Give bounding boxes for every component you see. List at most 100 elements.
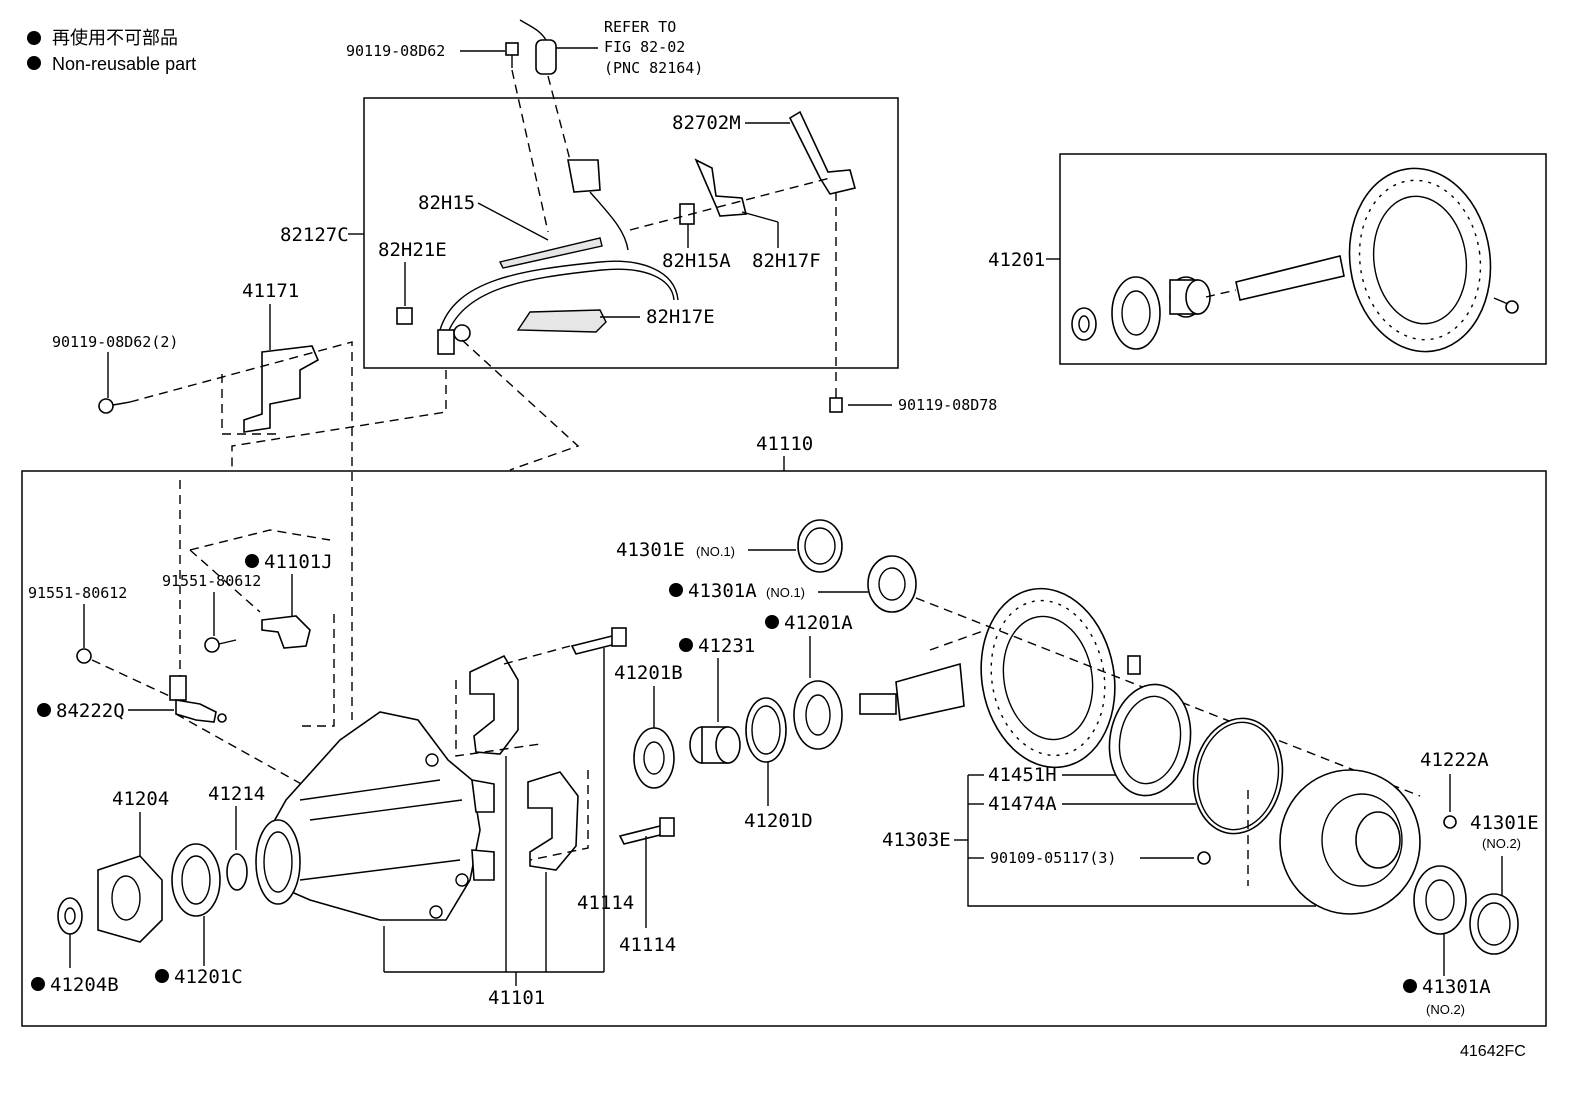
- label-41114-a: 41114: [577, 892, 634, 914]
- label-41301E-2: 41301E: [1470, 812, 1539, 834]
- bearing-icon: [793, 680, 843, 750]
- non-reusable-dot-icon: [245, 554, 259, 568]
- label-82H15A: 82H15A: [662, 250, 731, 272]
- label-41204: 41204: [112, 788, 169, 810]
- o-ring-icon: [226, 853, 248, 891]
- non-reusable-dot-icon: [669, 583, 683, 597]
- refer-line2: FIG 82-02: [604, 38, 685, 56]
- label-90109-05117: 90109-05117(3): [990, 849, 1116, 867]
- bolt-icon: [618, 817, 675, 845]
- nut-icon: [1071, 307, 1097, 341]
- bracket-icon: [694, 158, 748, 217]
- bearing-icon: [1413, 865, 1467, 935]
- label-41171: 41171: [242, 280, 299, 302]
- bolt-icon: [76, 648, 92, 664]
- bolt-icon: [505, 42, 519, 68]
- shim-icon: [745, 697, 787, 763]
- bolt-icon: [570, 627, 627, 655]
- label-82H15: 82H15: [418, 192, 475, 214]
- non-reusable-dot-icon: [1403, 979, 1417, 993]
- race-icon: [797, 519, 843, 573]
- spacer-icon: [689, 726, 741, 764]
- label-41201C: 41201C: [174, 966, 243, 988]
- label-91551-80612-b: 91551-80612: [162, 572, 261, 590]
- sensor-harness-box: 82127C 82702M 82H15 82H21E 82H15A 82: [280, 97, 899, 369]
- label-84222Q: 84222Q: [56, 700, 125, 722]
- refer-line1: REFER TO: [604, 18, 676, 36]
- label-41301A-1: 41301A: [688, 580, 757, 602]
- speed-sensor-group: 91551-80612 91551-80612 41101J 84222Q: [28, 480, 335, 801]
- bolt-icon: [1443, 815, 1457, 829]
- nut-icon: [57, 897, 83, 935]
- non-reusable-dot-icon: [679, 638, 693, 652]
- label-41301A-2: 41301A: [1422, 976, 1491, 998]
- label-41114-b: 41114: [619, 934, 676, 956]
- note-41301A-1: (NO.1): [766, 585, 805, 600]
- bearing-cap-upper-icon: [455, 645, 571, 757]
- label-41110: 41110: [756, 433, 813, 455]
- legend-japanese: 再使用不可部品: [52, 28, 178, 48]
- label-41231: 41231: [698, 635, 755, 657]
- non-reusable-dot-icon: [27, 56, 41, 70]
- label-41204B: 41204B: [50, 974, 119, 996]
- non-reusable-dot-icon: [37, 703, 51, 717]
- spacer-icon: [1169, 276, 1211, 318]
- cover-plate-icon: [1108, 655, 1192, 797]
- label-41222A: 41222A: [1420, 749, 1489, 771]
- top-connector-group: 90119-08D62 REFER TO FIG 82-02 (PNC 8216…: [346, 18, 703, 233]
- bearing-icon: [633, 727, 675, 789]
- refer-line3: (PNC 82164): [604, 59, 703, 77]
- label-82H17F: 82H17F: [752, 250, 821, 272]
- carrier-housing-icon: [255, 711, 495, 921]
- legend-english: Non-reusable part: [52, 54, 196, 74]
- carrier-box: [21, 470, 1547, 1027]
- non-reusable-dot-icon: [31, 977, 45, 991]
- label-41201B: 41201B: [614, 662, 683, 684]
- bolt-icon: [1197, 851, 1211, 865]
- label-41201D: 41201D: [744, 810, 813, 832]
- note-41301E-2: (NO.2): [1482, 836, 1521, 851]
- label-41303E: 41303E: [882, 829, 951, 851]
- label-41214: 41214: [208, 783, 265, 805]
- ring-gear-box: 41201: [988, 153, 1547, 365]
- non-reusable-dot-icon: [765, 615, 779, 629]
- connector-plug-icon: [519, 19, 557, 75]
- label-82702M: 82702M: [672, 112, 741, 134]
- bolt-icon: [204, 637, 220, 653]
- label-41101J: 41101J: [264, 551, 333, 573]
- label-82H17E: 82H17E: [646, 306, 715, 328]
- note-41301A-2: (NO.2): [1426, 1002, 1465, 1017]
- label-91551-80612-a: 91551-80612: [28, 584, 127, 602]
- label-41301E-1: 41301E: [616, 539, 685, 561]
- legend: 再使用不可部品 Non-reusable part: [27, 28, 196, 74]
- race-icon: [1469, 893, 1519, 955]
- sensor-arm-icon: [788, 110, 856, 195]
- label-90119-08D62: 90119-08D62: [346, 42, 445, 60]
- bracket-41171-group: 41171 90119-08D62(2): [52, 280, 353, 720]
- label-41451H: 41451H: [988, 764, 1057, 786]
- ring-gear-icon: [980, 587, 1116, 769]
- bolt-icon: [98, 398, 131, 414]
- label-82H21E: 82H21E: [378, 239, 447, 261]
- label-41201A: 41201A: [784, 612, 853, 634]
- harness-wire-icon: [437, 159, 679, 355]
- bolt-icon: [829, 388, 843, 413]
- label-82127C: 82127C: [280, 224, 349, 246]
- label-41101: 41101: [488, 987, 545, 1009]
- label-41474A: 41474A: [988, 793, 1057, 815]
- pinion-gear-icon: [859, 629, 987, 721]
- retainer-icon: [261, 615, 311, 649]
- pulser-ring-icon: [1192, 717, 1284, 835]
- figure-code: 41642FC: [1460, 1043, 1526, 1060]
- non-reusable-dot-icon: [27, 31, 41, 45]
- bolt-icon: [1493, 297, 1519, 314]
- flange-icon: [97, 855, 163, 943]
- bearing-icon: [1111, 276, 1161, 350]
- non-reusable-dot-icon: [155, 969, 169, 983]
- differential-case-icon: [1279, 769, 1421, 915]
- bearing-icon: [867, 555, 917, 613]
- label-41201: 41201: [988, 249, 1045, 271]
- label-90119-08D62-2: 90119-08D62(2): [52, 333, 178, 351]
- ring-gear-icon: [1235, 167, 1492, 353]
